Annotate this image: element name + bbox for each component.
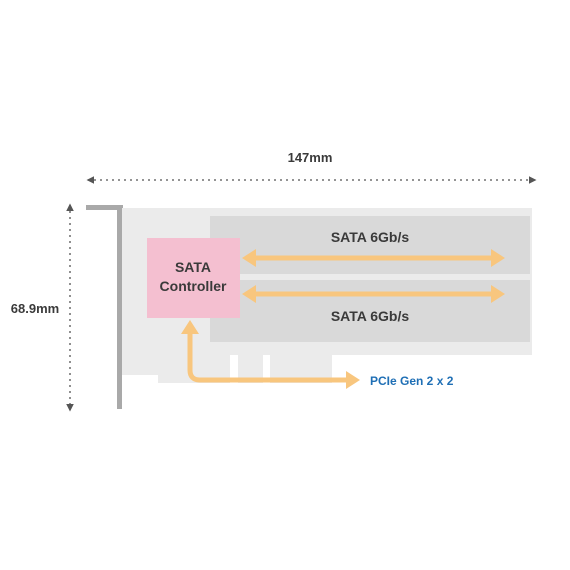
sata-arrow-2 — [242, 285, 505, 303]
width-dimension: 147mm — [86, 150, 537, 184]
sata-controller-chip — [147, 238, 240, 318]
sata-port-label-1: SATA 6Gb/s — [331, 229, 410, 245]
controller-label-line2: Controller — [160, 278, 227, 294]
sata-arrow-1 — [242, 249, 505, 267]
sata-port-label-2: SATA 6Gb/s — [331, 308, 410, 324]
width-label: 147mm — [288, 150, 333, 165]
controller-label-line1: SATA — [175, 259, 211, 275]
height-dimension: 68.9mm — [11, 203, 74, 412]
height-label: 68.9mm — [11, 301, 59, 316]
bracket-top — [86, 205, 123, 210]
pcie-bus-arrow — [181, 320, 360, 389]
mounting-bracket — [86, 205, 123, 409]
pcie-bus-label: PCIe Gen 2 x 2 — [370, 374, 454, 388]
bracket-body — [117, 205, 122, 409]
